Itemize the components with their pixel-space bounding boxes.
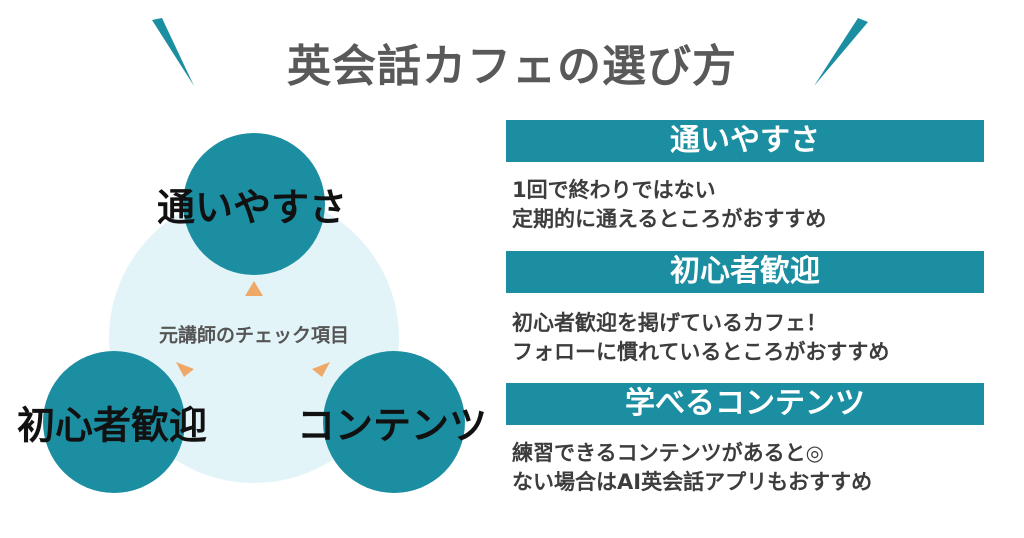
section-desc-beginner: 初心者歓迎を掲げているカフェ！ フォローに慣れているところがおすすめ bbox=[512, 309, 992, 367]
node-label-right: コンテンツ bbox=[296, 403, 488, 448]
section-desc-access: 1回で終わりではない 定期的に通えるところがおすすめ bbox=[512, 176, 992, 234]
section-desc-content: 練習できるコンテンツがあると◎ ない場合はAI英会話アプリもおすすめ bbox=[512, 439, 992, 497]
node-circle-top bbox=[183, 133, 325, 275]
section-heading-access: 通いやすさ bbox=[506, 120, 984, 162]
node-circle-right bbox=[323, 351, 465, 493]
desc-line: フォローに慣れているところがおすすめ bbox=[512, 340, 890, 364]
section-heading-content: 学べるコンテンツ bbox=[506, 383, 984, 425]
right-accent-mark bbox=[814, 18, 868, 86]
arrow-up-icon bbox=[245, 281, 263, 296]
page-title: 英会話カフェの選び方 bbox=[287, 41, 737, 92]
desc-line: 練習できるコンテンツがあると◎ bbox=[512, 441, 824, 465]
desc-line: ない場合はAI英会話アプリもおすすめ bbox=[512, 470, 873, 494]
desc-line: 1回で終わりではない bbox=[512, 178, 716, 202]
diagram-center-label: 元講師のチェック項目 bbox=[158, 324, 350, 347]
desc-line: 初心者歓迎を掲げているカフェ！ bbox=[512, 311, 827, 335]
cycle-diagram bbox=[43, 133, 465, 493]
node-label-left: 初心者歓迎 bbox=[16, 403, 208, 448]
node-circle-left bbox=[43, 351, 185, 493]
arrow-right-icon bbox=[312, 362, 330, 377]
node-label-top: 通いやすさ bbox=[156, 185, 348, 230]
left-accent-mark bbox=[152, 18, 194, 86]
section-heading-beginner: 初心者歓迎 bbox=[506, 251, 984, 293]
arrow-left-icon bbox=[176, 362, 194, 377]
desc-line: 定期的に通えるところがおすすめ bbox=[512, 207, 827, 231]
